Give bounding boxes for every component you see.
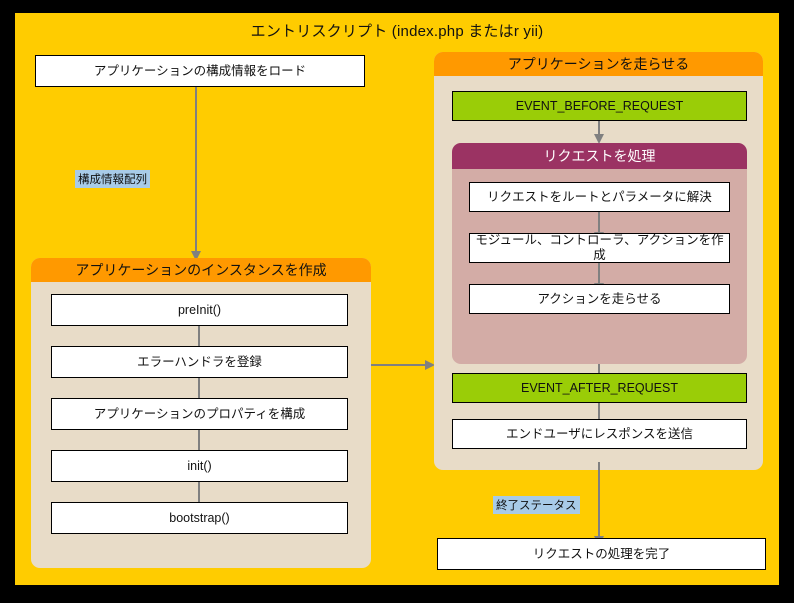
node-configure-properties: アプリケーションのプロパティを構成 bbox=[51, 398, 348, 430]
node-resolve-request: リクエストをルートとパラメータに解決 bbox=[469, 182, 730, 212]
arrow-before-request-to-handle-request bbox=[598, 121, 601, 135]
node-preinit: preInit() bbox=[51, 294, 348, 326]
arrow-configure-props-to-init bbox=[198, 430, 201, 451]
arrow-error-handler-to-configure-props bbox=[198, 378, 201, 399]
group-create-application-header: アプリケーションのインスタンスを作成 bbox=[31, 258, 371, 282]
node-bootstrap: bootstrap() bbox=[51, 502, 348, 534]
node-create-module-controller-action: モジュール、コントローラ、アクションを作成 bbox=[469, 233, 730, 263]
arrow-run-app-to-final bbox=[598, 462, 601, 537]
edge-label-config-array: 構成情報配列 bbox=[75, 170, 150, 188]
arrow-create-mca-to-run-action bbox=[598, 263, 601, 284]
diagram-canvas: エントリスクリプト (index.php またはr yii) アプリケーションの… bbox=[15, 13, 779, 585]
group-run-application-header: アプリケーションを走らせる bbox=[434, 52, 763, 76]
node-event-before-request: EVENT_BEFORE_REQUEST bbox=[452, 91, 747, 121]
node-run-action: アクションを走らせる bbox=[469, 284, 730, 314]
group-handle-request-header: リクエストを処理 bbox=[452, 143, 747, 169]
node-register-error-handler: エラーハンドラを登録 bbox=[51, 346, 348, 378]
arrow-handle-request-to-after-request bbox=[598, 364, 601, 376]
arrow-resolve-to-create-mca bbox=[598, 212, 601, 233]
page-title: エントリスクリプト (index.php またはr yii) bbox=[250, 23, 544, 40]
arrow-init-to-bootstrap bbox=[198, 482, 201, 503]
node-event-after-request: EVENT_AFTER_REQUEST bbox=[452, 373, 747, 403]
arrow-preinit-to-error-handler bbox=[198, 326, 201, 347]
node-init: init() bbox=[51, 450, 348, 482]
node-load-config: アプリケーションの構成情報をロード bbox=[35, 55, 365, 87]
arrow-load-config-to-create-app bbox=[195, 87, 198, 252]
arrow-create-app-to-run-app bbox=[371, 364, 426, 367]
node-request-complete: リクエストの処理を完了 bbox=[437, 538, 766, 570]
edge-label-exit-status: 終了ステータス bbox=[493, 496, 580, 514]
arrow-after-request-to-send-response bbox=[598, 403, 601, 422]
node-send-response: エンドユーザにレスポンスを送信 bbox=[452, 419, 747, 449]
